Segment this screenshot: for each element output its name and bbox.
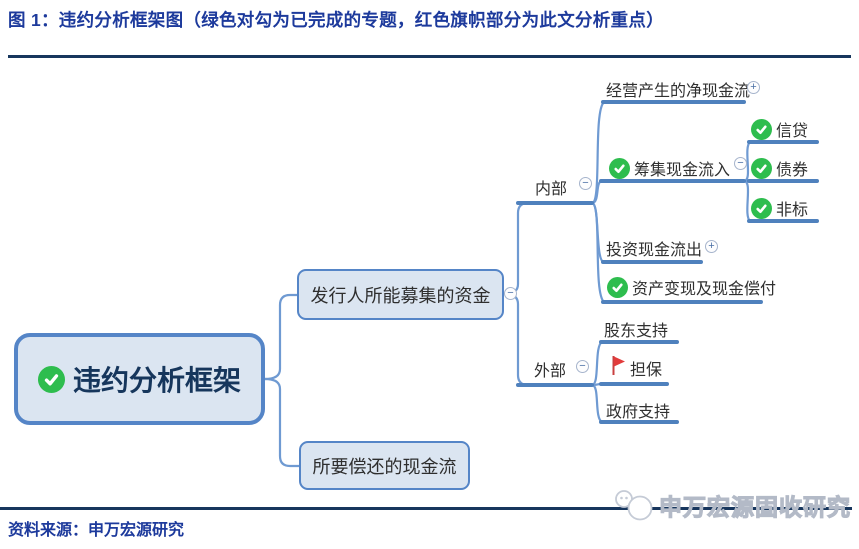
- expand-button-investing[interactable]: +: [705, 240, 718, 253]
- link-funding-external: [504, 292, 529, 387]
- link-internal-liquidation: [590, 201, 605, 303]
- flag-icon: [611, 355, 626, 381]
- branch-underlines: [516, 100, 819, 424]
- node-operating[interactable]: 经营产生的净现金流: [606, 77, 750, 101]
- node-repay[interactable]: 所要偿还的现金流: [299, 441, 470, 490]
- link-external-shareholder: [591, 341, 603, 387]
- collapse-button-external[interactable]: −: [576, 360, 589, 373]
- check-icon: [609, 157, 630, 179]
- node-credit-label: 信贷: [776, 123, 809, 140]
- node-investing-label: 投资现金流出: [606, 242, 703, 259]
- node-repay-label: 所要偿还的现金流: [312, 456, 457, 477]
- watermark: 申万宏源固收研究: [612, 487, 851, 523]
- node-root-label: 违约分析框架: [72, 365, 241, 396]
- check-icon: [751, 157, 772, 179]
- node-bond-label: 债券: [776, 162, 809, 179]
- node-internal[interactable]: 内部: [535, 175, 567, 199]
- node-internal-label: 内部: [535, 181, 568, 198]
- node-investing[interactable]: 投资现金流出: [606, 236, 702, 260]
- node-financing[interactable]: 筹集现金流入: [609, 156, 730, 180]
- watermark-text: 申万宏源固收研究: [658, 493, 851, 520]
- node-funding-label: 发行人所能募集的资金: [310, 285, 491, 306]
- collapse-button-internal[interactable]: −: [579, 177, 592, 190]
- source-note: 资料来源：申万宏源研究: [8, 522, 185, 539]
- node-funding[interactable]: 发行人所能募集的资金: [297, 269, 504, 320]
- node-shareholder[interactable]: 股东支持: [604, 317, 668, 341]
- node-nonstandard[interactable]: 非标: [751, 196, 808, 220]
- link-financing-nonstandard: [743, 179, 751, 222]
- chat-bubbles-icon: [615, 490, 653, 521]
- node-government[interactable]: 政府支持: [606, 398, 670, 422]
- node-guarantee[interactable]: 担保: [611, 355, 662, 381]
- expand-button-operating[interactable]: +: [747, 81, 760, 94]
- node-government-label: 政府支持: [606, 404, 671, 421]
- figure-title: 图 1：违约分析框架图（绿色对勾为已完成的专题，红色旗帜部分为此文分析重点）: [8, 10, 664, 30]
- node-bond[interactable]: 债券: [751, 156, 808, 180]
- node-operating-label: 经营产生的净现金流: [606, 83, 751, 100]
- check-icon: [37, 365, 65, 393]
- node-financing-label: 筹集现金流入: [634, 162, 731, 179]
- node-external[interactable]: 外部: [534, 357, 566, 381]
- link-external-government: [591, 383, 603, 423]
- check-icon: [751, 118, 772, 140]
- link-root-funding: [264, 293, 297, 381]
- link-root-repay: [264, 377, 299, 468]
- node-guarantee-label: 担保: [630, 362, 663, 379]
- node-nonstandard-label: 非标: [776, 202, 809, 219]
- node-root[interactable]: 违约分析框架: [14, 333, 265, 425]
- collapse-button-financing[interactable]: −: [734, 157, 747, 170]
- check-icon: [607, 276, 628, 298]
- node-liquidation-label: 资产变现及现金偿付: [632, 281, 777, 298]
- title-divider: [8, 55, 851, 58]
- link-funding-internal: [504, 201, 529, 296]
- footer-divider: [0, 507, 852, 510]
- node-external-label: 外部: [534, 363, 567, 380]
- collapse-button-funding[interactable]: −: [504, 287, 517, 300]
- node-shareholder-label: 股东支持: [604, 323, 669, 340]
- node-liquidation[interactable]: 资产变现及现金偿付: [607, 275, 776, 299]
- node-credit[interactable]: 信贷: [751, 117, 808, 141]
- check-icon: [751, 197, 772, 219]
